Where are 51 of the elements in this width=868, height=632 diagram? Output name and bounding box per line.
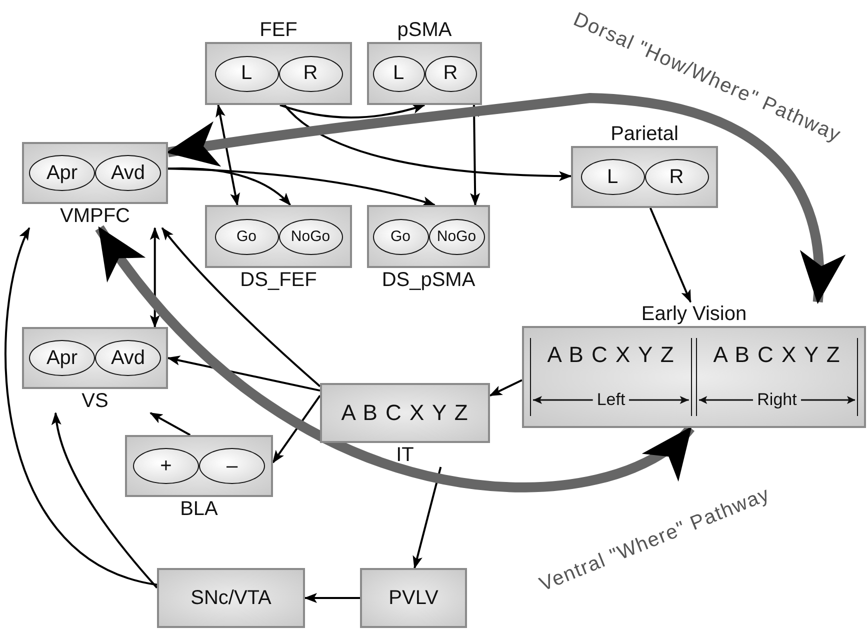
region-label: Parietal: [610, 122, 678, 146]
field-label: Left: [596, 390, 626, 410]
region-label: IT: [396, 443, 414, 467]
unit-oval: +: [133, 448, 199, 484]
unit-oval: Apr: [29, 340, 95, 376]
region-label: VMPFC: [60, 204, 130, 228]
unit-oval: L: [214, 56, 278, 92]
unit-oval: L: [372, 56, 424, 92]
arrow: [489, 379, 522, 396]
unit-oval: Avd: [95, 155, 161, 191]
region-label: VS: [82, 389, 108, 413]
region-label: Early Vision: [641, 302, 747, 326]
region-box: PVLV: [360, 568, 467, 628]
arrow: [280, 104, 426, 118]
region-label: pSMA: [397, 18, 452, 42]
arrow: [168, 168, 436, 206]
unit-oval: NoGo: [428, 218, 484, 254]
arrow: [161, 227, 321, 388]
letter-row-text: A B C X Y Z: [546, 342, 676, 368]
region-label: FEF: [260, 18, 298, 42]
arrow: [284, 104, 572, 181]
arrow: [412, 466, 442, 569]
unit-oval: L: [580, 159, 644, 195]
region-box: SNc/VTA: [157, 568, 305, 628]
arrow: [649, 208, 692, 303]
unit-oval: R: [424, 56, 476, 92]
arrow: [216, 104, 240, 206]
arrow: [469, 104, 480, 206]
arrow: [272, 395, 321, 464]
arrow: [304, 593, 360, 603]
region-label: DS_FEF: [240, 268, 317, 292]
unit-oval: R: [278, 56, 342, 92]
unit-oval: Apr: [29, 155, 95, 191]
arrow: [167, 356, 320, 392]
arrow: [150, 412, 191, 436]
arrow: [150, 227, 160, 328]
letter-row-text: A B C X Y Z: [712, 342, 842, 368]
unit-oval: Go: [372, 218, 428, 254]
pathway-arrow: [166, 93, 844, 304]
unit-oval: NoGo: [278, 218, 342, 254]
unit-oval: R: [644, 159, 708, 195]
arrow: [4, 227, 158, 586]
unit-oval: Go: [214, 218, 278, 254]
unit-oval: Avd: [95, 340, 161, 376]
unit-oval: –: [199, 448, 265, 484]
pathway-arrow: [95, 225, 694, 492]
region-box: A B C X Y Z: [320, 383, 490, 443]
field-label: Right: [757, 390, 797, 410]
arrow: [52, 412, 158, 588]
region-label: DS_pSMA: [382, 268, 476, 292]
region-label: BLA: [180, 497, 218, 521]
